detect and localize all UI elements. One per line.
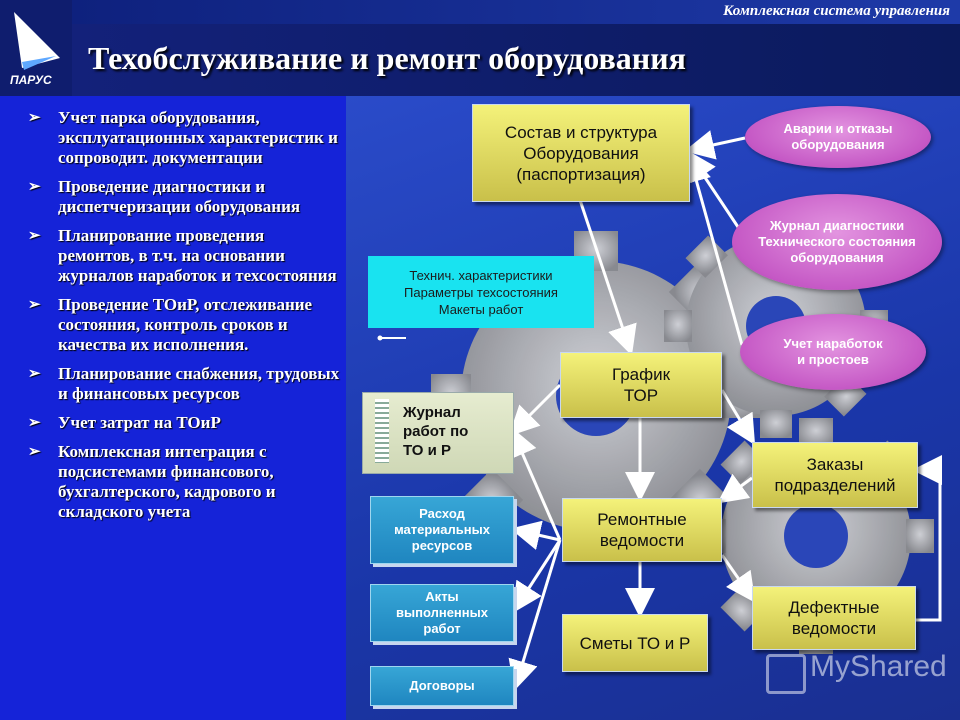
arrow-bullet-icon: ➢ [28, 110, 41, 126]
bullet-item: ➢Учет затрат на ТОиР [28, 413, 221, 432]
logo: ПАРУС [0, 0, 72, 96]
work-journal: Журнал работ по ТО и Р [362, 392, 514, 474]
bullet-item: ➢Проведение ТОиР, отслеживание состояния… [28, 295, 313, 354]
bullet-item: ➢Комплексная интеграция с подсистемами ф… [28, 442, 276, 521]
bullet-item: ➢Планирование снабжения, трудовых и фина… [28, 364, 340, 403]
bullet-item: ➢Учет парка оборудования, эксплуатационн… [28, 108, 338, 167]
arrow-bullet-icon: ➢ [28, 297, 41, 313]
arrow-bullet-icon: ➢ [28, 228, 41, 244]
bullet-item: ➢Планирование проведения ремонтов, в т.ч… [28, 226, 337, 285]
page-title: Техобслуживание и ремонт оборудования [88, 40, 686, 76]
arrow-bullet-icon: ➢ [28, 415, 41, 431]
left-panel [0, 96, 346, 720]
notebook-spiral-icon [375, 399, 389, 463]
watermark-icon [766, 654, 806, 694]
sail-logo-icon: ПАРУС [10, 12, 60, 87]
work-journal-label: Журнал работ по ТО и Р [403, 404, 469, 459]
tech-note: Технич. характеристики Параметры техсост… [368, 256, 594, 328]
watermark: MyShared [810, 650, 947, 683]
logo-text: ПАРУС [10, 73, 52, 87]
contracts-doc: Договоры [370, 666, 514, 706]
arrow-bullet-icon: ➢ [28, 444, 41, 460]
top-bar [0, 0, 960, 24]
arrow-bullet-icon: ➢ [28, 179, 41, 195]
bullet-list: ➢Учет парка оборудования, эксплуатационн… [22, 108, 342, 531]
system-label: Комплексная система управления [723, 3, 950, 19]
arrow-bullet-icon: ➢ [28, 366, 41, 382]
title-band [72, 24, 960, 96]
estimates-box: Сметы ТО и Р [562, 614, 708, 672]
bullet-item: ➢Проведение диагностики и диспетчеризаци… [28, 177, 301, 216]
